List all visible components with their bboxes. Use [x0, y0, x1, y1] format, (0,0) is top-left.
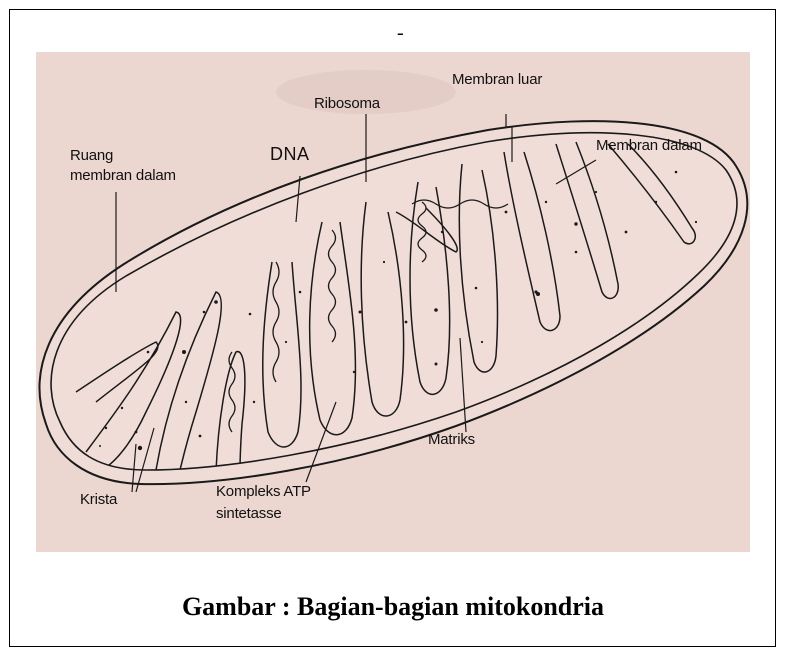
label-membran-dalam: Membran dalam: [596, 136, 702, 156]
label-ribosoma: Ribosoma: [314, 94, 380, 114]
label-ruang-line2: membran dalam: [70, 166, 176, 186]
mitochondria-drawing: [36, 52, 750, 552]
header-dash: -: [397, 22, 404, 45]
label-krista: Krista: [80, 490, 117, 510]
mitochondria-figure: Membran luar Ribosoma DNA Ruang membran …: [36, 52, 750, 552]
label-membran-luar: Membran luar: [452, 70, 542, 90]
label-kompleks-line2: sintetasse: [216, 504, 282, 524]
label-matriks: Matriks: [428, 430, 475, 450]
label-dna: DNA: [270, 144, 310, 164]
figure-caption: Gambar : Bagian-bagian mitokondria: [0, 592, 786, 622]
label-ruang-line1: Ruang: [70, 146, 113, 166]
label-kompleks-line1: Kompleks ATP: [216, 482, 311, 502]
